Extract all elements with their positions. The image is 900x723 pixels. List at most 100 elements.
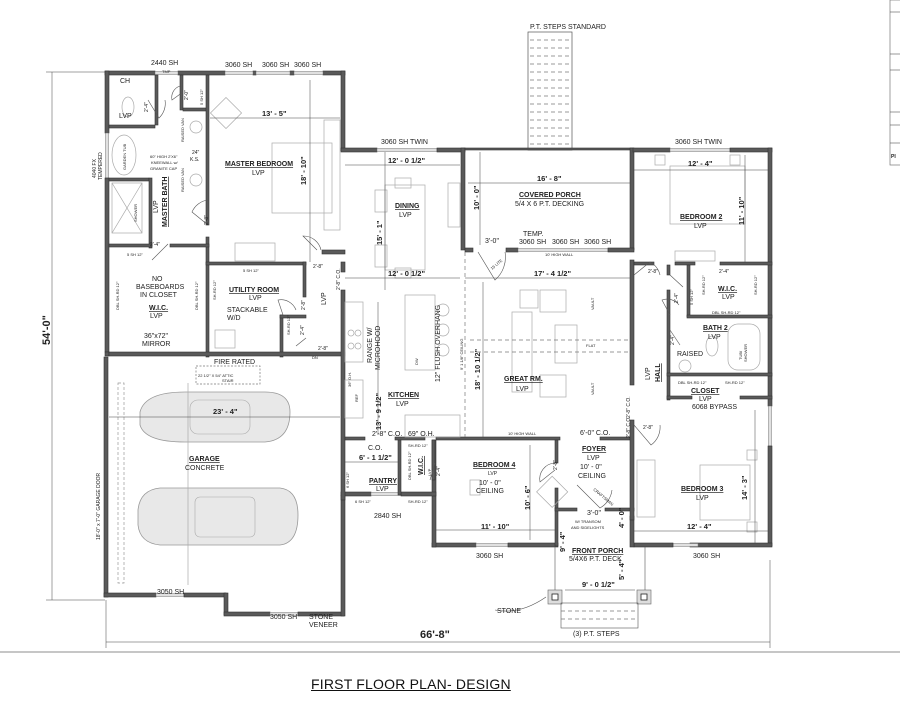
plan-annotation: AND SIDELIGHTS [571,525,605,530]
plan-annotation: 3060 SH [693,553,720,560]
plan-annotation: LVP [252,170,265,177]
plan-annotation: LVP [427,468,432,476]
plan-annotation: 2'-8" [553,460,559,470]
overall-depth: 54'-0" [41,315,53,345]
plan-annotation: 3060 SH [519,239,546,246]
plan-annotation: 17' - 4 1/2" [534,269,571,278]
front-porch-label: FRONT PORCH [572,548,623,555]
plan-annotation: CH [120,78,130,85]
plan-annotation: 23' - 4" [213,407,238,416]
plan-annotation: 10' - 6" [523,485,532,510]
plan-annotation: LVP [694,223,707,230]
plan-annotation: 9' 1 1/8" CEILING [459,338,464,370]
plan-annotation: TUB/ [738,350,743,360]
plan-annotation: LVP [722,294,735,301]
plan-annotation: W/D [227,315,241,322]
plan-annotation: 11' - 10" [481,522,510,531]
door-swings [147,85,684,509]
plan-annotation: LVP [516,386,529,393]
hall-label: HALL [655,363,662,382]
foyer-label: FOYER [582,446,606,453]
plan-annotation: DBL SH-RD 12" [712,310,741,315]
plan-annotation: 5 SH 12" [127,252,143,257]
plan-annotation: 3060 SH [225,62,252,69]
plan-annotation: LVP [249,295,262,302]
plan-annotation: LVP [321,292,328,305]
plan-annotation: 5/4 X 6 P.T. DECKING [515,201,584,208]
title-block-fragment [889,0,900,166]
plan-annotation: SH-RD 12" [753,275,758,295]
overall-width: 66'-8" [420,629,450,641]
wic-2-label: W.I.C. [718,286,737,293]
plan-annotation: 2'-4" [719,269,729,275]
plan-annotation: SHOWER [743,344,748,362]
text-labels: P.T. STEPS STANDARD 2440 SH TMP 3060 SH … [41,24,896,641]
plan-annotation: C.O. [368,445,382,452]
plan-annotation: 6068 BYPASS [692,404,737,411]
plan-annotation: 2840 SH [374,513,401,520]
plan-annotation: 13' - 5" [262,109,287,118]
plan-annotation: LVP [399,212,412,219]
plan-annotation: 6 SH 12" [355,499,371,504]
plan-annotation: 2'-4" [436,466,442,476]
plan-annotation: STONE [309,614,333,621]
plan-annotation: SH-RD 12" [408,499,428,504]
plan-annotation: 69" O.H. [408,431,435,438]
plan-annotation: 5 SH 12" [243,268,259,273]
plan-annotation: 10' - 0" [472,185,481,210]
drawing-title: FIRST FLOOR PLAN- DESIGN [311,676,511,692]
plan-annotation: (3) P.T. STEPS [573,631,620,638]
plan-annotation: 2'-4" [144,102,150,112]
plan-annotation: IN CLOSET [140,292,178,299]
plan-annotation: 12' - 4" [688,159,713,168]
window-2440-label: 2440 SH [151,60,178,67]
bath-2-label: BATH 2 [703,325,728,332]
plan-annotation: 9' - 0 1/2" [582,580,615,589]
plan-annotation: REF [354,393,359,402]
closet-label: CLOSET [691,388,720,395]
plan-annotation: 4' - 0" [617,507,626,528]
plan-annotation: 22 1/2" X 54" ATTIC [198,373,234,378]
plan-annotation: NO [152,276,163,283]
plan-annotation: LVP [153,200,160,213]
plan-annotation: 3060 SH [294,62,321,69]
plan-annotation: PI [891,154,896,160]
plan-annotation: DN [312,355,318,360]
plan-annotation: 2'-8" C.O. [372,431,402,438]
plan-annotation: 10' HIGH WALL [508,431,537,436]
plan-annotation: STONE [497,608,521,615]
plan-annotation: VAULT [590,297,595,310]
plan-annotation: CEILING [578,473,606,480]
garage-label: GARAGE [189,456,220,463]
plan-annotation: 36"x72" [144,333,169,340]
master-bedroom-label: MASTER BEDROOM [225,161,293,168]
plan-annotation: 3060 SH [584,239,611,246]
plan-annotation: 6 SH 12" [345,472,350,488]
plan-annotation: 2'-0" [184,90,190,100]
plan-annotation: 3060 SH TWIN [675,139,722,146]
plan-annotation: SH-RD 12" [701,275,706,295]
plan-annotation: LVP [150,313,163,320]
pantry-label: PANTRY [369,478,397,485]
plan-annotation: LVP [587,455,600,462]
plan-annotation: RAISED VAN [180,118,185,142]
interior-walls [108,74,773,547]
dining-label: DINING [395,203,420,210]
plan-annotation: LVP [396,401,409,408]
rear-steps [527,31,573,151]
plan-annotation: 2'-8" [204,215,210,225]
plan-annotation: MICROHOOD [375,326,382,370]
garage-door-label: 18'-0" x 7'-0" GARAGE DOOR [96,472,102,540]
plan-annotation: 12' - 0 1/2" [388,269,425,278]
plan-annotation: 2'-8" [318,346,328,352]
plan-annotation: 3060 SH [552,239,579,246]
plan-annotation: CEILING [476,488,504,495]
plan-annotation: 10' - 0" [580,464,602,471]
plan-annotation: 5 SH 12" [199,89,204,105]
plan-annotation: 2'-4" [674,293,680,303]
plan-annotation: FIRE RATED [214,359,255,366]
plan-annotation: LVP [699,396,712,403]
plan-annotation: K.S. [190,157,199,163]
plan-annotation: LVP [645,367,652,380]
car-suv [137,487,299,546]
